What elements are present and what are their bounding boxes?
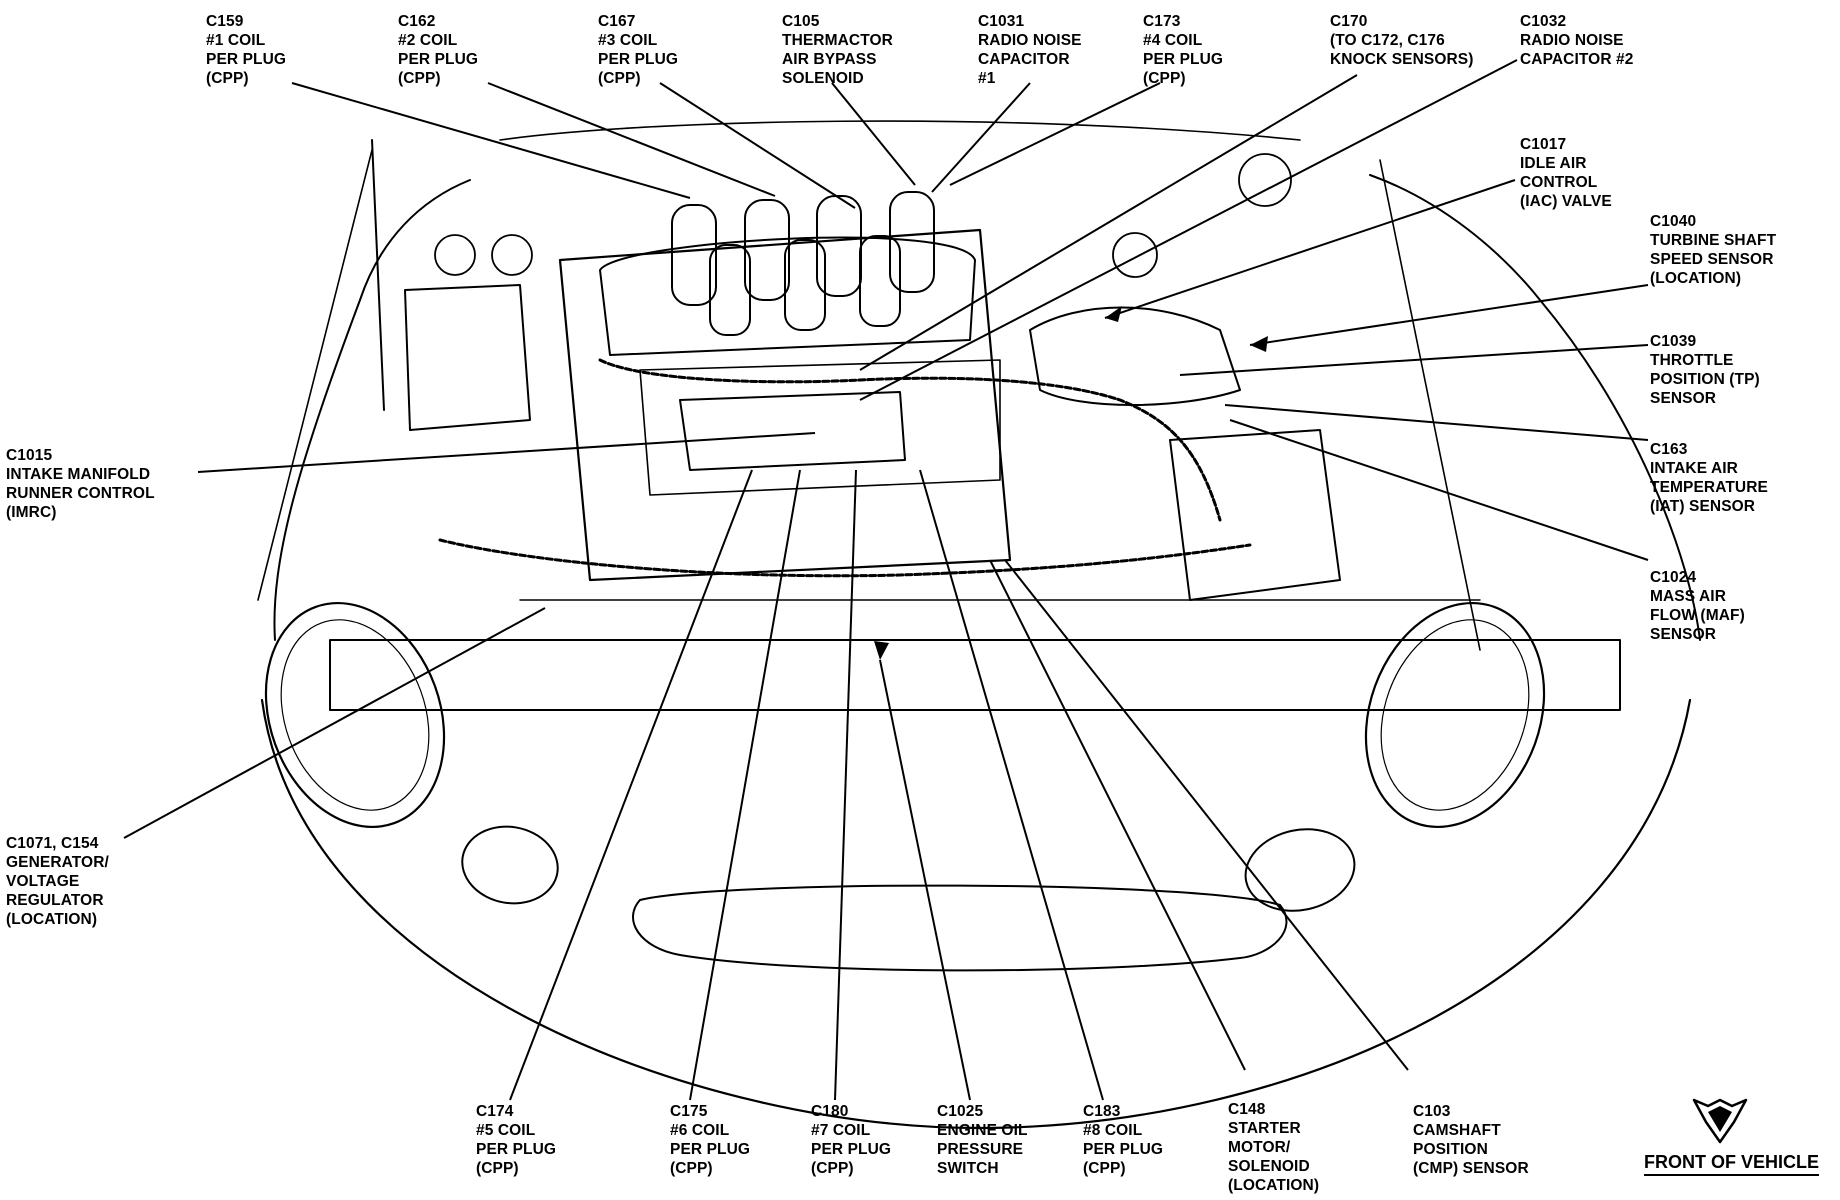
- grille-opening: [632, 884, 1288, 972]
- hood-line-left: [257, 149, 373, 601]
- air-intake-duct: [1029, 306, 1241, 406]
- battery: [404, 284, 531, 431]
- headlamp-right: [1364, 601, 1546, 829]
- leader-lines: [123, 59, 1649, 1101]
- fender-right: [1369, 174, 1701, 641]
- air-cleaner-box: [1169, 429, 1341, 601]
- coil-packs: [671, 191, 935, 336]
- fog-lamp-right: [1244, 828, 1356, 912]
- radiator-support: [329, 639, 1621, 711]
- front-bumper-outline: [260, 698, 1692, 1130]
- wiring-harness: [438, 538, 1252, 578]
- headlamp-left: [264, 601, 446, 829]
- leader-arrowheads: [874, 306, 1268, 660]
- front-of-vehicle-label: FRONT OF VEHICLE: [1644, 1152, 1819, 1176]
- intake-manifold: [679, 391, 906, 471]
- fender-left: [273, 179, 471, 641]
- cowl: [499, 120, 1301, 141]
- front-arrow-icon: [1692, 1098, 1748, 1144]
- hood-line-right: [1379, 159, 1481, 651]
- hood-prop: [371, 139, 385, 411]
- fog-lamp-left: [461, 825, 559, 905]
- valve-cover: [599, 236, 976, 356]
- engine-block: [558, 228, 1012, 582]
